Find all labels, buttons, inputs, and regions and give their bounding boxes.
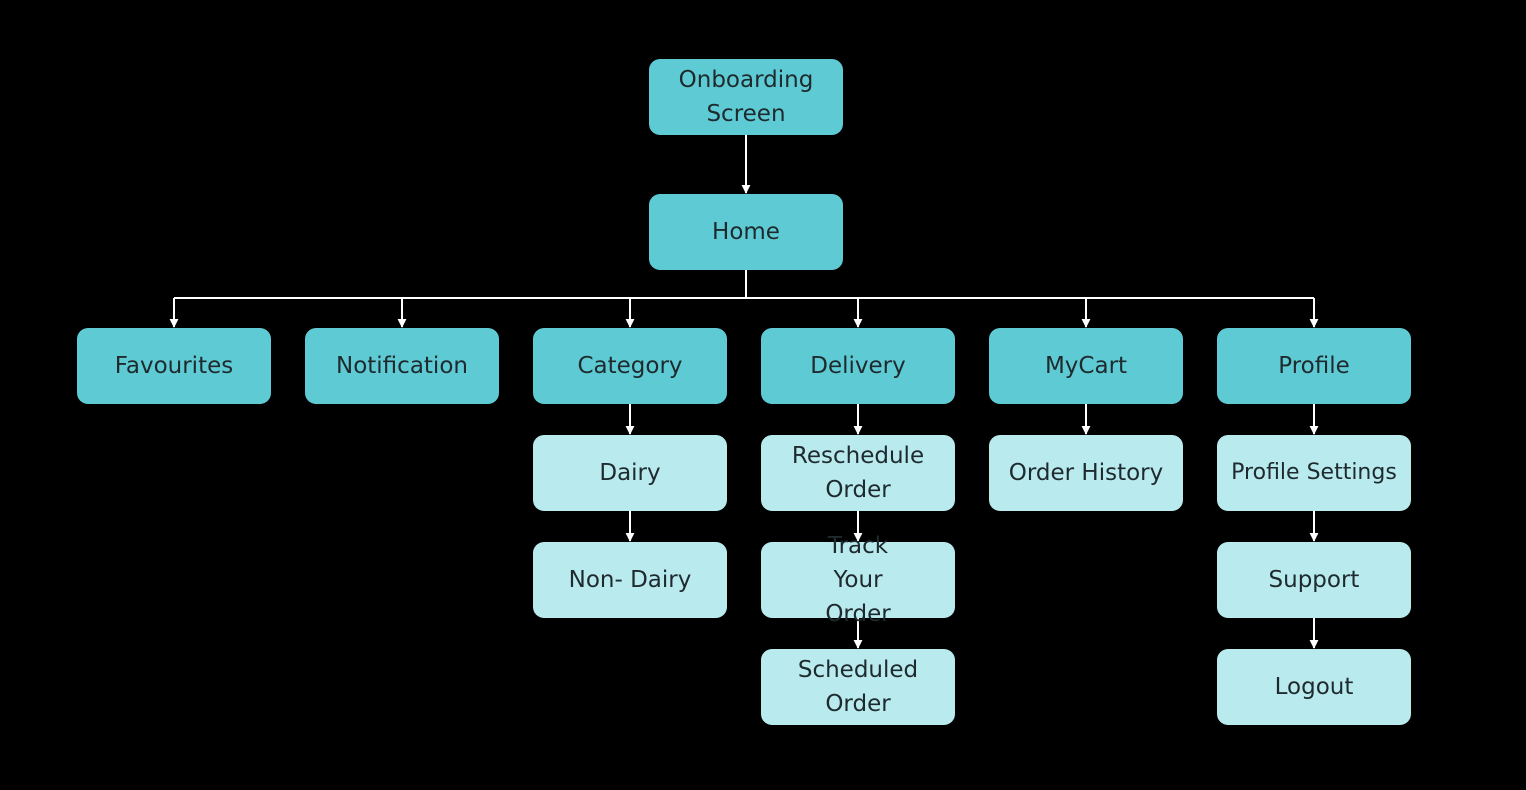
node-mycart: MyCart [989,328,1183,404]
node-mycart-label: MyCart [1044,353,1128,379]
node-dairy-label: Dairy [599,460,661,486]
node-reschedule-order-label: Reschedule Order [791,443,925,503]
node-favourites-label: Favourites [114,353,234,379]
node-onboarding-screen: Onboarding Screen [649,59,843,135]
node-order-history: Order History [989,435,1183,511]
node-category-label: Category [577,353,683,379]
node-dairy: Dairy [533,435,727,511]
node-notification-label: Notification [336,353,468,379]
node-non-dairy: Non- Dairy [533,542,727,618]
node-home-label: Home [712,219,780,245]
node-profile-settings-label: Profile Settings [1231,460,1397,485]
node-notification: Notification [305,328,499,404]
node-profile-settings: Profile Settings [1217,435,1411,511]
node-track-your-order-label: Track Your Order [825,533,891,627]
node-delivery-label: Delivery [810,353,906,379]
node-favourites: Favourites [77,328,271,404]
node-scheduled-order: Scheduled Order [761,649,955,725]
node-support-label: Support [1268,567,1360,593]
node-onboarding-screen-label: Onboarding Screen [678,67,814,127]
node-home: Home [649,194,843,270]
node-non-dairy-label: Non- Dairy [568,567,692,593]
node-order-history-label: Order History [1008,460,1164,486]
node-reschedule-order: Reschedule Order [761,435,955,511]
node-delivery: Delivery [761,328,955,404]
node-track-your-order: Track Your Order [761,533,955,627]
node-logout-label: Logout [1274,674,1354,700]
node-scheduled-order-label: Scheduled Order [797,657,919,717]
node-profile-label: Profile [1278,353,1350,379]
node-support: Support [1217,542,1411,618]
node-logout: Logout [1217,649,1411,725]
node-category: Category [533,328,727,404]
node-profile: Profile [1217,328,1411,404]
